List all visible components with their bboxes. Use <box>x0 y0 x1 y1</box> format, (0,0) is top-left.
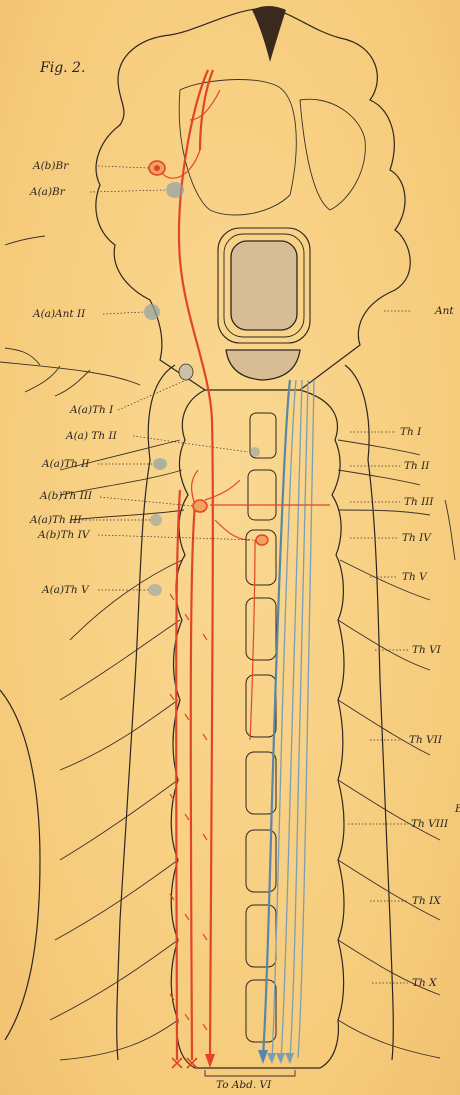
ganglion-th9 <box>246 905 276 967</box>
label-a-a-th5: A(a)Th V <box>41 584 90 596</box>
brain-lobe-right <box>300 99 365 210</box>
lateral-nerves-right <box>338 440 455 1058</box>
body-wall-right <box>345 365 393 1060</box>
brain-outline <box>96 8 410 390</box>
cell-a-b-th4 <box>256 535 268 545</box>
adjacent-specimen-outline <box>0 690 40 1040</box>
label-to-abd-vi: To Abd. VI <box>216 1079 272 1091</box>
label-ant: Ant <box>434 305 454 317</box>
label-th7: Th VII <box>409 734 443 746</box>
ganglion-th2 <box>248 470 276 520</box>
ganglion-th5 <box>246 598 276 660</box>
esophagus-inner <box>231 241 297 330</box>
label-th6: Th VI <box>412 644 442 656</box>
cell-a-a-th3 <box>150 514 162 526</box>
label-a-b-th4: A(b)Th IV <box>37 529 91 541</box>
ventral-cord-outline <box>171 390 344 1068</box>
cell-a-a-th2 <box>153 458 167 470</box>
cell-a-a-ant2 <box>144 304 160 320</box>
blue-nerve-bundle <box>258 380 314 1064</box>
cell-a-a-th1 <box>179 364 193 380</box>
label-a-a-th1: A(a)Th I <box>69 404 114 416</box>
label-th10: Th X <box>412 977 437 989</box>
label-th1: Th I <box>400 426 422 438</box>
label-a-b-br: A(b)Br <box>32 160 69 172</box>
bottom-bracket <box>205 1070 295 1076</box>
cell-a-a-th2-upper <box>250 447 260 457</box>
label-a-a-th3: A(a)Th III <box>29 514 82 526</box>
figure-title: Fig. 2. <box>39 60 85 76</box>
label-a-a-th2-upper: A(a) Th II <box>65 430 118 442</box>
label-th2: Th II <box>404 460 430 472</box>
red-nerve-tracts <box>160 70 330 1068</box>
label-a-a-th2: A(a)Th II <box>41 458 90 470</box>
subesophageal-ganglion <box>226 350 300 380</box>
cell-a-a-th5 <box>148 584 162 596</box>
ganglion-th10 <box>246 980 276 1042</box>
label-th9: Th IX <box>412 895 441 907</box>
label-a-a-ant2: A(a)Ant II <box>32 308 86 320</box>
cell-a-a-br <box>166 182 184 198</box>
cell-a-b-th3 <box>193 500 207 512</box>
label-edge-e: E <box>454 803 460 815</box>
brain-notch <box>252 6 286 62</box>
body-wall-left <box>117 365 175 1060</box>
label-a-a-br: A(a)Br <box>29 186 66 198</box>
lateral-nerves-left <box>0 236 184 1060</box>
label-a-b-th3: A(b)Th III <box>39 490 93 502</box>
label-th8: Th VIII <box>411 818 449 830</box>
label-th3: Th III <box>404 496 434 508</box>
label-th5: Th V <box>402 571 428 583</box>
left-leader-lines <box>82 166 256 590</box>
label-th4: Th IV <box>402 532 432 544</box>
